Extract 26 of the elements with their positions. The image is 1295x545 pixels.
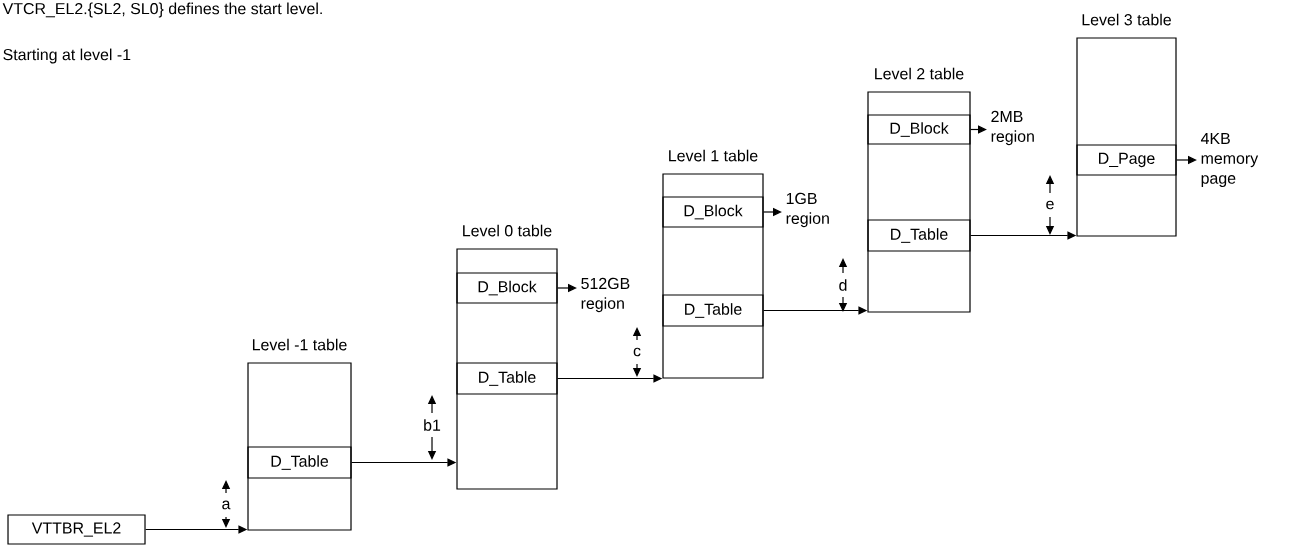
dimension-line: d xyxy=(838,258,848,312)
table-entry: D_Block xyxy=(456,272,558,304)
node-label: Level -1 table xyxy=(252,338,347,351)
table-entry: D_Block xyxy=(867,114,971,145)
table-entry: D_Table xyxy=(662,294,764,327)
region-text: 2MB region xyxy=(991,110,1034,146)
arrow xyxy=(970,125,987,134)
dimension-line: a xyxy=(221,480,231,528)
node-label: Level 2 table xyxy=(875,67,964,80)
table-entry: D_Table xyxy=(456,362,558,395)
table-entry: D_Table xyxy=(247,446,352,479)
dimension-line: b1 xyxy=(424,395,441,460)
node-label: Level 1 table xyxy=(669,149,758,162)
table-entry: D_Page xyxy=(1076,144,1177,176)
table-entry: D_Block xyxy=(662,196,764,228)
region-text: 512GB region xyxy=(581,277,630,313)
dimension-line: c xyxy=(632,327,642,377)
register-box: VTTBR_EL2 xyxy=(7,514,146,545)
dimension-line: e xyxy=(1045,175,1055,235)
table-entry: D_Table xyxy=(867,219,971,252)
node-label: Level 3 table xyxy=(1082,13,1171,26)
node-label: Level 0 table xyxy=(463,224,552,237)
note-text: Starting at level -1 xyxy=(3,48,131,64)
region-text: 1GB region xyxy=(786,192,829,228)
region-text: 4KB memory page xyxy=(1200,133,1259,187)
note-text: VTCR_EL2.{SL2, SL0} defines the start level. xyxy=(2,2,322,18)
